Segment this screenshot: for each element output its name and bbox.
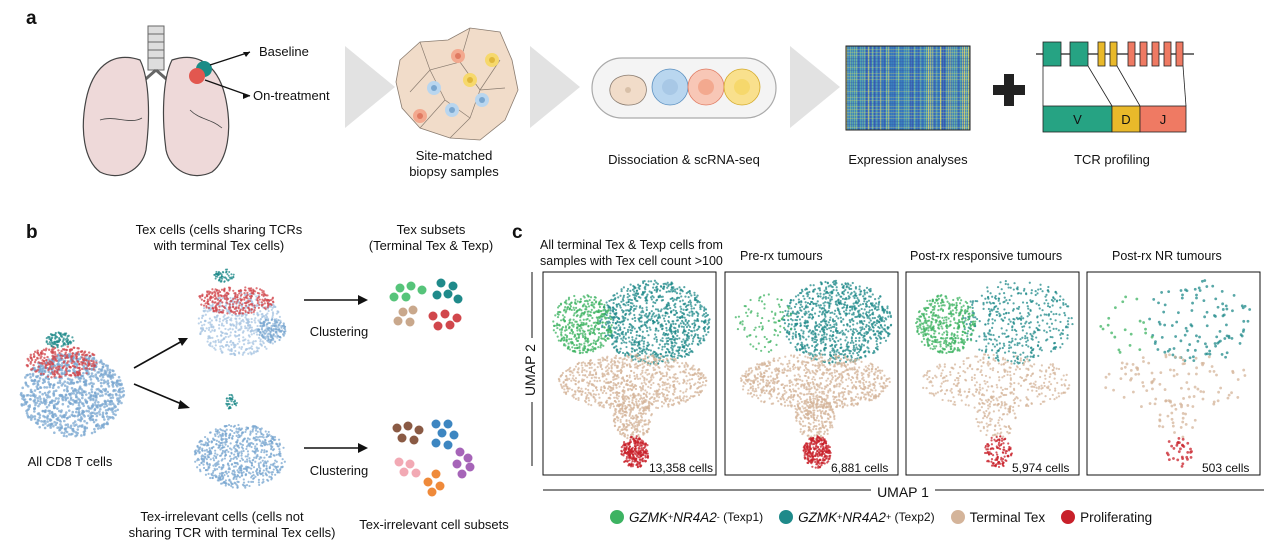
panel-b-umaps [19,268,287,489]
step-biopsy-label-line1: Site-matched [415,148,493,163]
step-biopsy-label-line2: biopsy samples [409,164,499,179]
segment-j-label: J [1159,112,1167,127]
step-expression-label: Expression analyses [848,152,968,167]
legend-prolif-swatch [1061,510,1076,524]
step-tcr-label: TCR profiling [1074,152,1150,167]
expression-heatmap [845,45,971,131]
tex-subsets-label-line1: Tex subsets [396,222,466,237]
umap-title-1-line2: samples with Tex cell count >100 [540,254,723,268]
tex-irrelevant-label-line2: sharing TCR with terminal Tex cells) [128,525,336,540]
panel-b-arrows [133,295,368,453]
dissociated-cells-capsule [591,57,777,119]
cluster-dot-icons [389,278,475,497]
panel-c-umap-plots [542,271,1261,476]
legend-texp2-sup1: + [837,512,843,522]
panel-a-letter: a [26,8,37,29]
legend-texp1-gene1: GZMK [629,509,668,525]
clustering-label-bottom: Clustering [309,463,369,478]
umap1-label: UMAP 1 [871,484,935,500]
segment-v-label: V [1073,112,1082,127]
baseline-label: Baseline [259,44,309,59]
legend-texp2-suffix: (Texp2) [891,510,935,524]
legend-prolif-label: Proliferating [1080,509,1153,525]
legend-texp1-swatch [610,510,624,524]
tex-cells-label-line2: with terminal Tex cells) [153,238,285,253]
legend-texp2-sup2: + [885,512,892,522]
umap2-label: UMAP 2 [522,338,538,402]
step-scrnaseq-label: Dissociation & scRNA-seq [608,152,760,167]
umap-title-1-line1: All terminal Tex & Texp cells from [540,238,723,252]
legend-terminal-label: Terminal Tex [969,509,1046,525]
panel-c-letter: c [512,222,523,243]
legend-texp1-sup2: - [716,512,720,522]
tcr-gene-diagram [1036,41,1194,133]
umap-count-1: 13,358 cells [649,461,714,475]
umap-title-2: Pre-rx tumours [740,249,823,263]
process-arrow-1 [345,46,395,128]
process-arrow-3 [790,46,840,128]
umap-title-4: Post-rx NR tumours [1112,249,1222,263]
umap-count-2: 6,881 cells [831,461,889,475]
legend-terminal-swatch [950,510,965,524]
legend-texp1-sup1: + [668,512,674,522]
legend-texp2: GZMK+ NR4A2+ (Texp2) [779,509,935,525]
process-arrow-2 [530,46,580,128]
umap-title-3: Post-rx responsive tumours [910,249,1063,263]
plus-icon [993,74,1025,106]
legend-texp2-gene1: GZMK [798,509,838,525]
legend-texp1: GZMK+ NR4A2- (Texp1) [610,510,763,525]
legend-texp2-swatch [779,510,794,524]
tex-cells-label-line1: Tex cells (cells sharing TCRs [135,222,303,237]
lungs-illustration [82,25,251,177]
tex-irrelevant-label-line1: Tex-irrelevant cells (cells not [140,509,304,524]
legend-texp2-gene2: NR4A2 [842,509,886,525]
legend: GZMK+ NR4A2- (Texp1) GZMK+ NR4A2+ (Texp2… [610,507,1168,527]
legend-terminal: Terminal Tex [950,509,1046,525]
tex-subsets-label-line2: (Terminal Tex & Texp) [368,238,494,253]
biopsy-tissue-illustration [395,27,519,141]
clustering-label-top: Clustering [309,324,369,339]
panel-b-letter: b [26,222,38,243]
on-treatment-label: On-treatment [253,88,330,103]
all-cd8-label: All CD8 T cells [27,454,113,469]
tex-irrelevant-subsets-label: Tex-irrelevant cell subsets [359,517,509,532]
legend-texp1-gene2: NR4A2 [673,509,717,525]
umap-count-4: 503 cells [1202,461,1250,475]
umap-count-3: 5,974 cells [1012,461,1070,475]
segment-d-label: D [1121,112,1131,127]
legend-prolif: Proliferating [1061,510,1152,525]
legend-texp1-suffix: (Texp1) [719,510,764,524]
